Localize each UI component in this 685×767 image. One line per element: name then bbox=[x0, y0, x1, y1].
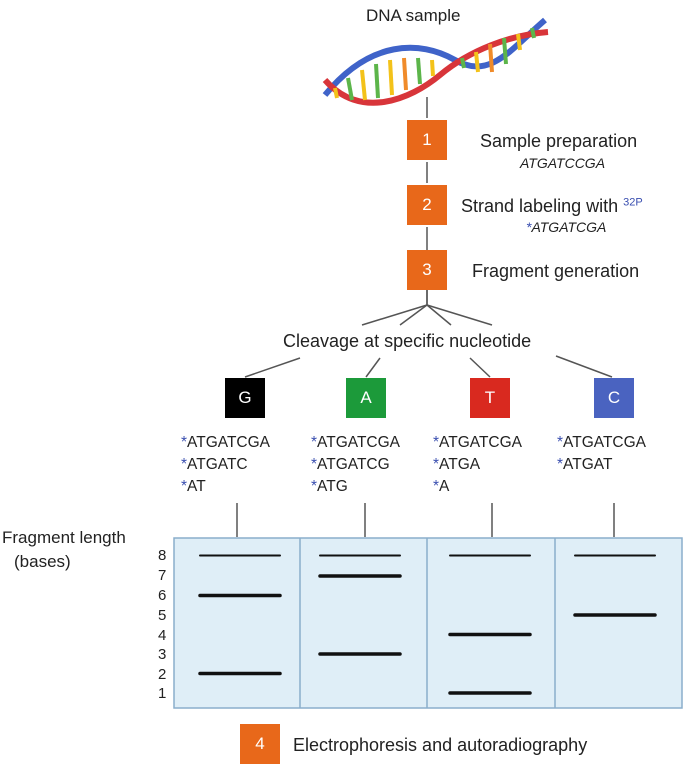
step-1-sequence: ATGATCCGA bbox=[520, 155, 606, 171]
step-3-label: Fragment generation bbox=[472, 261, 640, 281]
step-2-label: Strand labeling with 32P bbox=[461, 196, 643, 217]
fragment-item: *AT bbox=[181, 478, 206, 495]
axis-tick: 6 bbox=[158, 587, 167, 604]
dna-helix-icon bbox=[322, 17, 549, 106]
axis-tick: 1 bbox=[158, 685, 167, 702]
step-2-box: 2 bbox=[407, 185, 447, 225]
fragment-item: *ATG bbox=[311, 478, 348, 495]
axis-tick: 5 bbox=[158, 607, 167, 624]
step-2-sequence: *ATGATCGA bbox=[526, 219, 606, 235]
fragment-item: *ATGA bbox=[433, 456, 481, 473]
fragment-item: *A bbox=[433, 478, 450, 495]
title: DNA sample bbox=[366, 6, 461, 25]
axis-tick: 8 bbox=[158, 547, 167, 564]
fragment-item: *ATGATCGA bbox=[433, 434, 523, 451]
axis-label-line2: (bases) bbox=[14, 552, 71, 571]
gel bbox=[173, 537, 683, 709]
step-3-box: 3 bbox=[407, 250, 447, 290]
lane-g-box: G bbox=[225, 378, 265, 418]
gel-bands bbox=[198, 554, 657, 695]
lane-t-fragments: *ATGATCGA *ATGA *A bbox=[433, 432, 522, 498]
step-2-seq-text: ATGATCGA bbox=[531, 219, 607, 235]
fragment-item: *ATGATCG bbox=[311, 456, 390, 473]
fragment-item: *ATGATCGA bbox=[311, 434, 401, 451]
lane-c-box: C bbox=[594, 378, 634, 418]
step-2-label-text: Strand labeling with bbox=[461, 196, 619, 216]
fragment-item: *ATGATCGA bbox=[181, 434, 271, 451]
fragment-item: *ATGAT bbox=[557, 456, 613, 473]
lane-c-fragments: *ATGATCGA *ATGAT bbox=[557, 432, 646, 476]
axis-tick: 4 bbox=[158, 627, 167, 644]
lane-t-box: T bbox=[470, 378, 510, 418]
step-1-box: 1 bbox=[407, 120, 447, 160]
lane-a-fragments: *ATGATCGA *ATGATCG *ATG bbox=[311, 432, 400, 498]
axis-tick: 7 bbox=[158, 567, 167, 584]
lane-a-box: A bbox=[346, 378, 386, 418]
isotope-label: 32P bbox=[623, 196, 643, 209]
fragment-item: *ATGATC bbox=[181, 456, 248, 473]
step-1-label: Sample preparation bbox=[480, 131, 638, 151]
axis-tick: 2 bbox=[158, 666, 167, 683]
step-4-box: 4 bbox=[240, 724, 280, 764]
step-4-label: Electrophoresis and autoradiography bbox=[293, 735, 588, 755]
label-star: * bbox=[526, 219, 532, 235]
fragment-item: *ATGATCGA bbox=[557, 434, 647, 451]
axis-tick: 3 bbox=[158, 646, 167, 663]
lane-g-fragments: *ATGATCGA *ATGATC *AT bbox=[181, 432, 270, 498]
cleavage-label: Cleavage at specific nucleotide bbox=[283, 331, 532, 351]
step-2-isotope: 32P bbox=[623, 196, 643, 216]
axis-label-line1: Fragment length bbox=[2, 528, 126, 547]
